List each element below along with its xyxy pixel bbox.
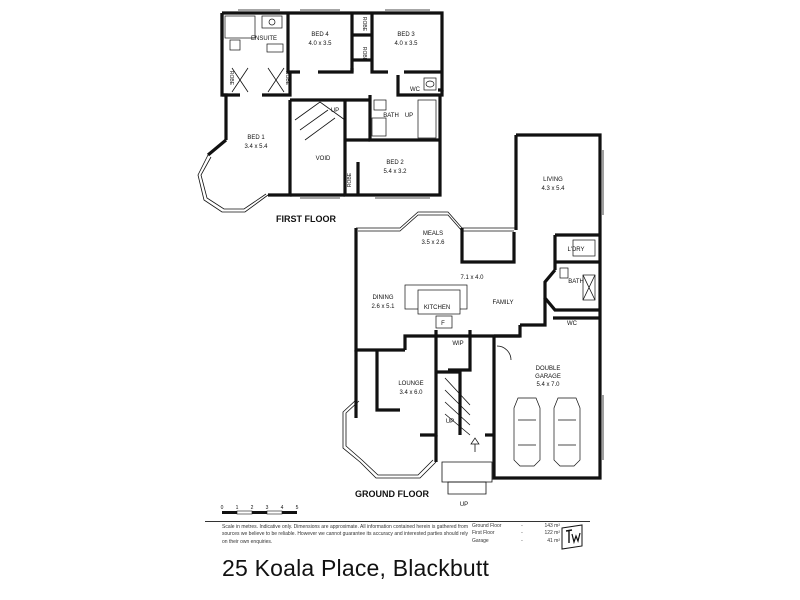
garage-label-1: DOUBLE bbox=[536, 366, 561, 372]
kitchen-label: KITCHEN bbox=[424, 305, 450, 311]
meals-label: MEALS bbox=[423, 231, 443, 237]
living-label: LIVING bbox=[543, 177, 563, 183]
scale-tick-2: 2 bbox=[251, 505, 254, 511]
living-size: 4.3 x 5.4 bbox=[541, 186, 565, 192]
garage-label-2: GARAGE bbox=[535, 374, 561, 380]
wip-label: WIP bbox=[452, 341, 463, 347]
up-label-upper-bath: UP bbox=[405, 113, 413, 119]
void-label: VOID bbox=[316, 156, 331, 162]
robe-label-5: ROBE bbox=[347, 172, 353, 187]
agency-logo-icon bbox=[561, 524, 583, 550]
area-dash: - bbox=[521, 537, 523, 544]
area-value: 41 m² bbox=[547, 537, 560, 544]
scale-tick-5: 5 bbox=[296, 505, 299, 511]
bed2-label: BED 2 bbox=[386, 160, 404, 166]
area-value: 122 m² bbox=[544, 530, 560, 537]
bed4-label: BED 4 bbox=[311, 32, 329, 38]
area-name: Ground Floor bbox=[472, 523, 502, 529]
car-icon-right bbox=[553, 397, 581, 467]
fridge-label: F bbox=[441, 321, 445, 327]
meals-size: 3.5 x 2.6 bbox=[421, 240, 445, 246]
bed3-size: 4.0 x 3.5 bbox=[394, 41, 418, 47]
area-name: Garage bbox=[472, 537, 489, 544]
ground-floor-title: GROUND FLOOR bbox=[355, 489, 429, 499]
scale-tick-0: 0 bbox=[221, 505, 224, 511]
bed1-label: BED 1 bbox=[247, 135, 265, 141]
disclaimer-text: Scale in metres. Indicative only. Dimens… bbox=[222, 524, 468, 545]
laundry-label: L'DRY bbox=[567, 247, 584, 253]
bed3-label: BED 3 bbox=[397, 32, 415, 38]
family-label: FAMILY bbox=[493, 300, 514, 306]
area-name: First Floor bbox=[472, 530, 495, 537]
ensuite-label: ENSUITE bbox=[251, 36, 277, 42]
dining-size: 2.6 x 5.1 bbox=[371, 304, 395, 310]
robe-label-2: ROBE bbox=[361, 47, 367, 62]
wc-lower-label: WC bbox=[567, 321, 578, 327]
bed4-size: 4.0 x 3.5 bbox=[308, 41, 332, 47]
scale-tick-3: 3 bbox=[266, 505, 269, 511]
bed2-size: 5.4 x 3.2 bbox=[383, 169, 407, 175]
dining-label: DINING bbox=[373, 295, 394, 301]
area-dash: - bbox=[521, 530, 523, 537]
family-size: 7.1 x 4.0 bbox=[460, 275, 484, 281]
area-row: Ground Floor - 143 m² bbox=[472, 523, 562, 530]
area-row: Garage - 41 m² bbox=[472, 538, 562, 545]
scale-bar: 0 1 2 3 4 5 bbox=[221, 505, 299, 515]
first-floor: ENSUITE BED 4 4.0 x 3.5 BED 3 4.0 x 3.5 … bbox=[197, 9, 444, 224]
wc-upper-label: WC bbox=[410, 87, 421, 93]
robe-label-3: ROBE bbox=[228, 71, 234, 86]
up-label-stairs: UP bbox=[446, 419, 454, 425]
lounge-label: LOUNGE bbox=[398, 381, 423, 387]
area-row: First Floor - 122 m² bbox=[472, 530, 562, 537]
up-label-void: UP bbox=[331, 108, 339, 114]
robe-label-4: ROBE bbox=[284, 71, 290, 86]
lounge-size: 3.4 x 6.0 bbox=[399, 390, 423, 396]
footer-divider bbox=[205, 521, 590, 522]
car-icon-left bbox=[513, 397, 541, 467]
property-address: 25 Koala Place, Blackbutt bbox=[222, 555, 490, 581]
up-label-entry: UP bbox=[460, 502, 468, 508]
scale-tick-1: 1 bbox=[236, 505, 239, 511]
bath-upper-label: BATH bbox=[383, 113, 399, 119]
area-summary: Ground Floor - 143 m² First Floor - 122 … bbox=[472, 523, 562, 545]
bath-lower-label: BATH bbox=[568, 279, 584, 285]
bed1-size: 3.4 x 5.4 bbox=[244, 144, 268, 150]
area-value: 143 m² bbox=[544, 523, 560, 529]
garage-size: 5.4 x 7.0 bbox=[536, 382, 560, 388]
robe-label-1: ROBE bbox=[361, 17, 367, 32]
first-floor-title: FIRST FLOOR bbox=[276, 214, 336, 224]
scale-tick-4: 4 bbox=[281, 505, 284, 511]
ground-floor: LIVING 4.3 x 5.4 MEALS 3.5 x 2.6 L'DRY B… bbox=[342, 133, 604, 508]
area-dash: - bbox=[521, 523, 523, 529]
